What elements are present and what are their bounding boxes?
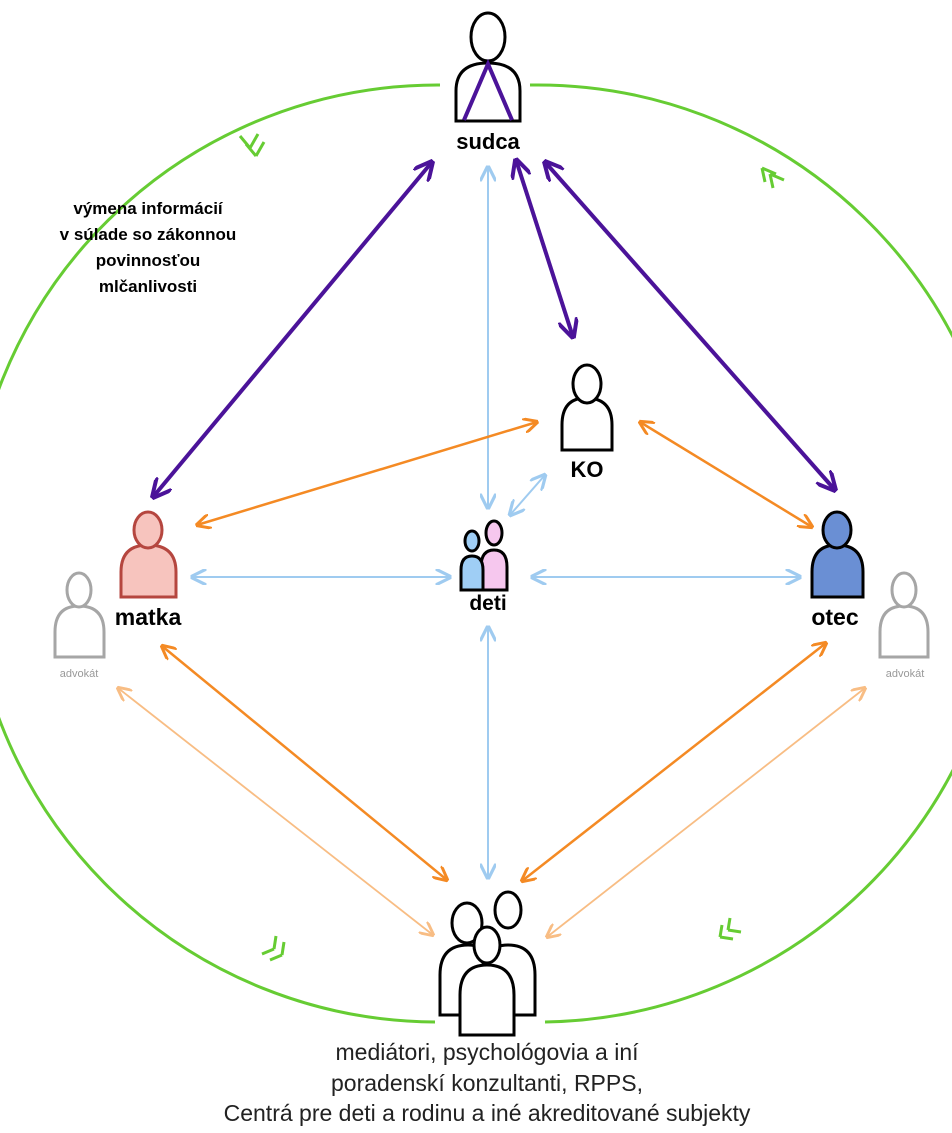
judge-person-icon [454,11,522,123]
arrow-ko-children [510,475,545,515]
caption-line: mediátori, psychológovia a iní [336,1039,640,1065]
circle-arrow-mark [261,935,286,962]
arrow-judge-mother [153,162,432,497]
children-label: deti [469,592,506,615]
note-line: mlčanlivosti [99,277,197,296]
lawyer-left-label: advokát [60,668,99,680]
info-exchange-note: výmena informácií v súlade so zákonnou p… [60,199,237,296]
note-line: v súlade so zákonnou [60,225,237,244]
lawyer-right-label: advokát [886,668,925,680]
caption-line: Centrá pre deti a rodinu a iné akreditov… [224,1100,751,1126]
caption: mediátori, psychológovia a iní poradensk… [224,1039,751,1126]
orange-arrows [118,422,865,937]
mother-label: matka [115,604,182,630]
note-line: povinnosťou [96,251,200,270]
lawyer-right-person-icon [878,571,930,659]
ko-label: KO [571,457,604,482]
arrow-mother-ko [197,422,537,525]
purple-arrows [153,160,835,497]
father-label: otec [811,604,859,630]
arrow-lawyer-right-group [547,688,865,937]
arrow-lawyer-left-group [118,688,433,935]
father-person-icon [810,510,865,599]
caption-line: poradenskí konzultanti, RPPS, [331,1070,643,1096]
mother-person-icon [119,510,178,599]
arrow-mother-group [162,646,447,880]
arrow-father-group [522,643,826,881]
circle-arrow-mark [760,166,785,189]
note-line: výmena informácií [73,199,224,218]
judge-label: sudca [456,129,520,154]
circle-arrow-mark [238,133,266,157]
arrow-judge-father [545,162,835,490]
circle-arrow-mark [718,917,742,941]
lawyer-left-person-icon [53,571,106,659]
group-of-people-icon [438,890,537,1037]
children-icon [459,519,509,592]
ko-person-icon [560,363,614,452]
